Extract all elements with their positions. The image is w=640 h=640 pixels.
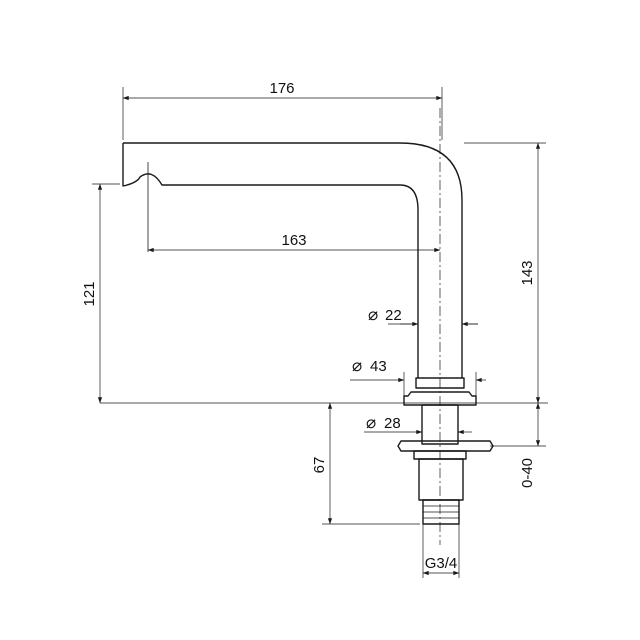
dim-shank-diameter: ⌀ 28 xyxy=(364,413,472,435)
dim-label-121: 121 xyxy=(81,281,98,306)
dim-body-diameter: ⌀ 22 xyxy=(368,305,478,327)
dim-label-0-40: 0-40 xyxy=(519,458,536,488)
dim-total-height: 143 xyxy=(464,142,546,404)
diameter-symbol-28: ⌀ xyxy=(366,413,376,433)
thread-label: G3/4 xyxy=(425,555,458,572)
dim-spout-length: 176 xyxy=(122,80,443,140)
spout-outline xyxy=(122,142,463,378)
dim-deck-range: 0-40 xyxy=(490,402,546,488)
base-rosette xyxy=(403,391,477,406)
dim-label-163: 163 xyxy=(281,232,306,249)
dim-label-67: 67 xyxy=(311,457,328,474)
dim-spout-height: 121 xyxy=(81,183,120,404)
dim-label-43: 43 xyxy=(370,358,387,375)
dim-reach: 163 xyxy=(147,232,441,253)
connector-body xyxy=(418,458,464,501)
dim-label-22: 22 xyxy=(385,307,402,324)
dim-label-143: 143 xyxy=(519,260,536,285)
dim-base-diameter: ⌀ 43 xyxy=(350,356,486,396)
lock-nut xyxy=(397,440,494,452)
dim-label-176: 176 xyxy=(269,80,294,97)
dim-label-28: 28 xyxy=(384,415,401,432)
dim-shank-length: 67 xyxy=(311,402,420,525)
diameter-symbol-43: ⌀ xyxy=(352,356,362,376)
diameter-symbol-22: ⌀ xyxy=(368,305,378,325)
base-assembly xyxy=(397,377,494,525)
dim-thread: G3/4 xyxy=(422,524,460,578)
